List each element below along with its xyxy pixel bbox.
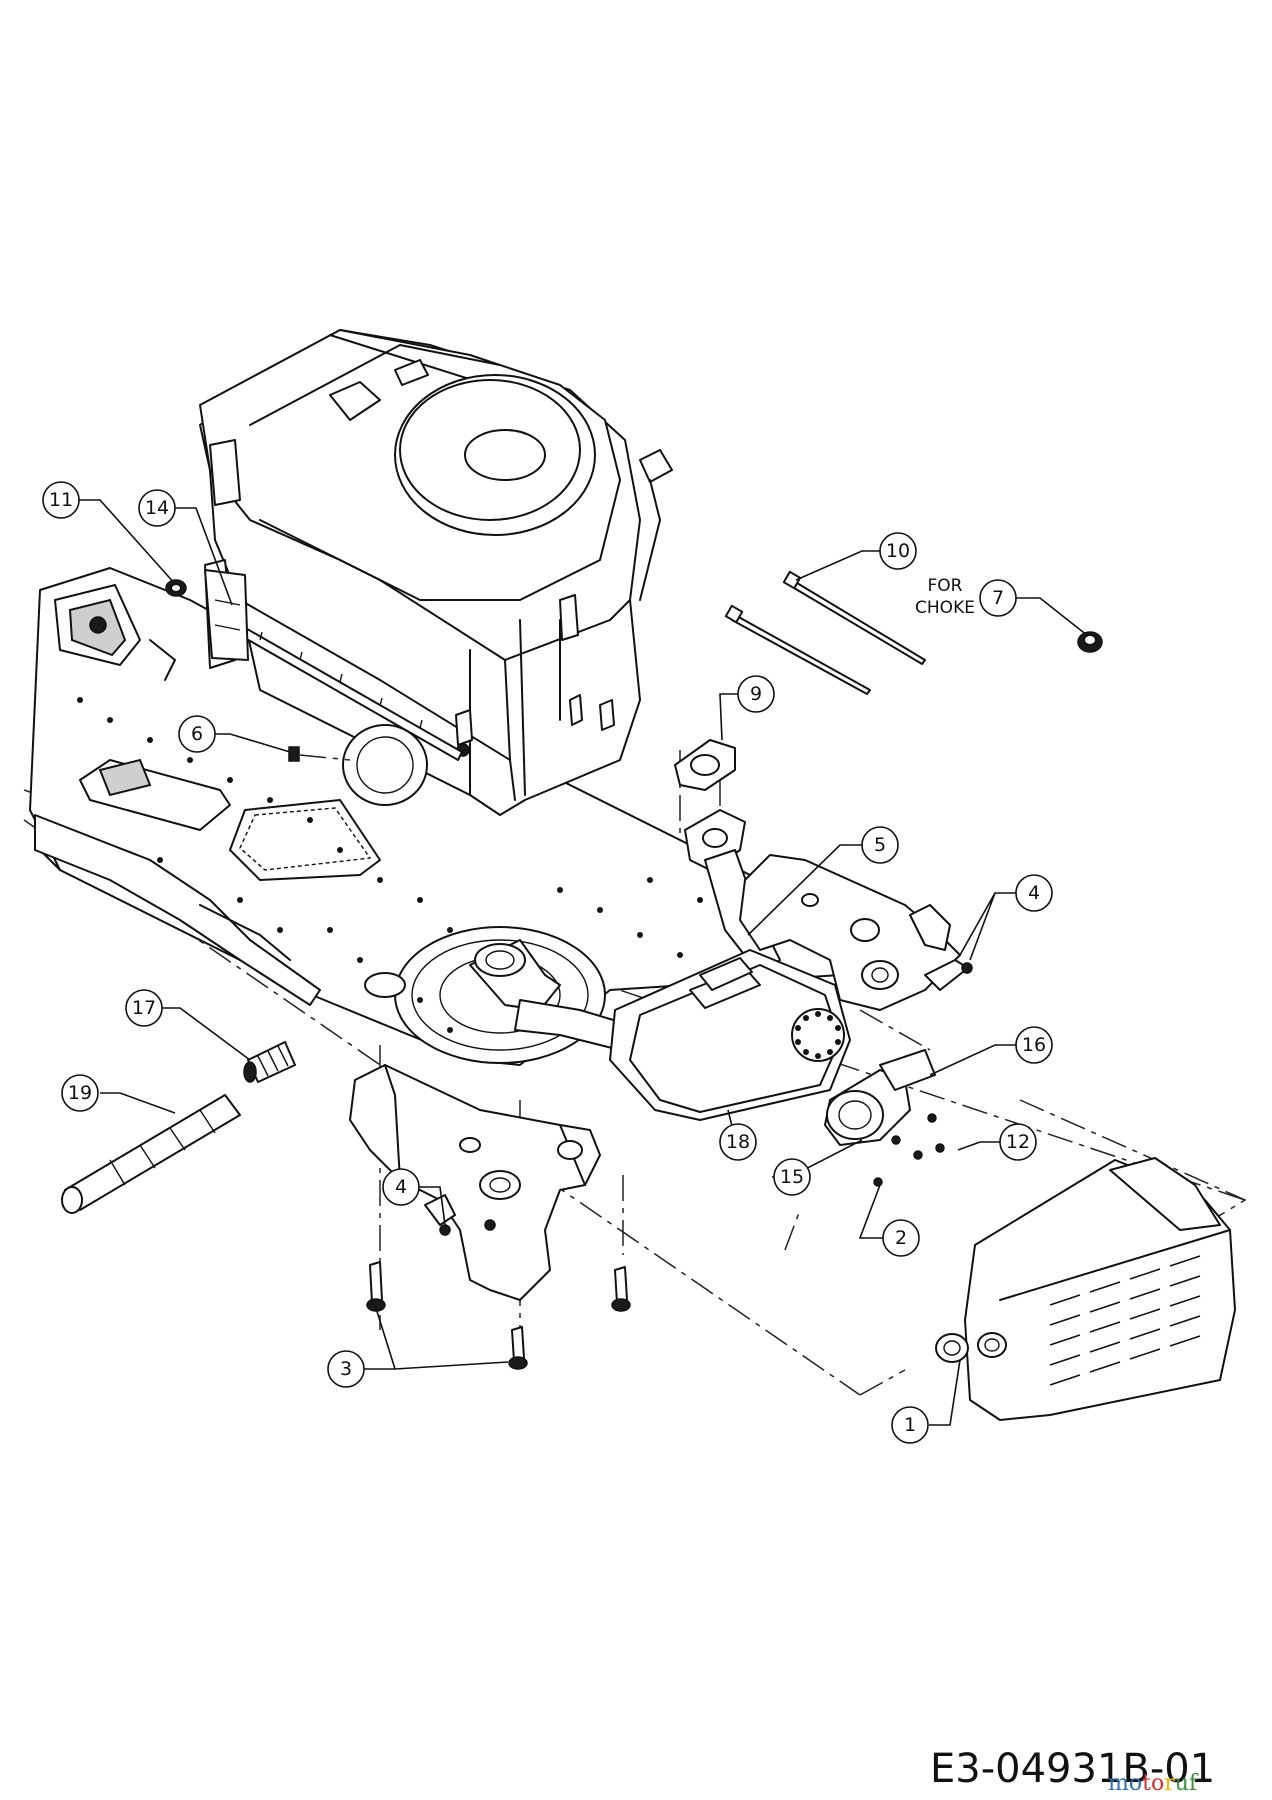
frame-holes [77,697,703,1033]
callout-10: 10 [879,532,917,570]
svg-text:12: 12 [1006,1131,1030,1153]
svg-text:11: 11 [49,489,73,511]
drawing-code: E3-04931B-01 [930,1746,1215,1792]
svg-text:motoruf: motoruf [1108,1771,1199,1796]
callout-11: 11 [42,481,80,519]
svg-text:9: 9 [750,683,762,705]
tractor-frame [29,567,861,1066]
svg-text:10: 10 [886,540,910,562]
exhaust-gasket [674,739,736,791]
cable-ties [724,570,926,695]
callout-4-left: 4 [382,1168,420,1206]
callout-2: 2 [882,1219,920,1257]
engine [199,329,673,816]
spark-deflector [824,1049,945,1187]
svg-text:6: 6 [191,723,203,745]
callout-18: 18 [719,1123,757,1161]
svg-text:3: 3 [340,1358,352,1380]
svg-text:16: 16 [1022,1034,1046,1056]
svg-text:7: 7 [992,587,1004,609]
svg-text:4: 4 [395,1176,407,1198]
heat-shield-slots [1049,1255,1201,1386]
hose-clip [165,579,187,597]
callout-5: 5 [861,826,899,864]
svg-text:18: 18 [726,1131,750,1153]
callout-4-right: 4 [1015,874,1053,912]
heat-shield [935,1157,1236,1421]
svg-text:14: 14 [145,497,169,519]
svg-text:CHOKE: CHOKE [915,598,975,618]
callout-3: 3 [327,1350,365,1388]
hose-sleeve [61,1094,241,1214]
fitting-adapter [243,1041,296,1083]
fuel-filter [204,569,249,661]
svg-text:15: 15 [780,1166,804,1188]
fastener-6 [288,746,351,762]
svg-text:1: 1 [904,1414,916,1436]
callout-7: 7 [979,579,1017,617]
muffler-vent-ring [791,1008,845,1062]
callout-17: 17 [125,989,163,1027]
callout-16: 16 [1015,1026,1053,1064]
bolts [366,1261,631,1370]
callout-15: 15 [773,1158,811,1196]
svg-text:2: 2 [895,1227,907,1249]
callout-9: 9 [737,675,775,713]
right-bracket [739,854,973,1011]
left-bracket [349,1064,601,1301]
svg-text:17: 17 [132,997,156,1019]
callout-19: 19 [61,1074,99,1112]
svg-text:FOR: FOR [928,576,963,596]
svg-text:5: 5 [874,834,886,856]
svg-text:19: 19 [68,1082,92,1104]
choke-knob [1077,631,1103,653]
watermark-logo: motoruf [1108,1771,1199,1796]
leader-lines [79,499,1089,1426]
muffler [609,949,851,1121]
callout-6: 6 [178,715,216,753]
callout-14: 14 [138,489,176,527]
choke-note: FOR CHOKE [915,576,975,618]
svg-text:4: 4 [1028,882,1040,904]
callout-1: 1 [891,1406,929,1444]
callout-12: 12 [999,1123,1037,1161]
